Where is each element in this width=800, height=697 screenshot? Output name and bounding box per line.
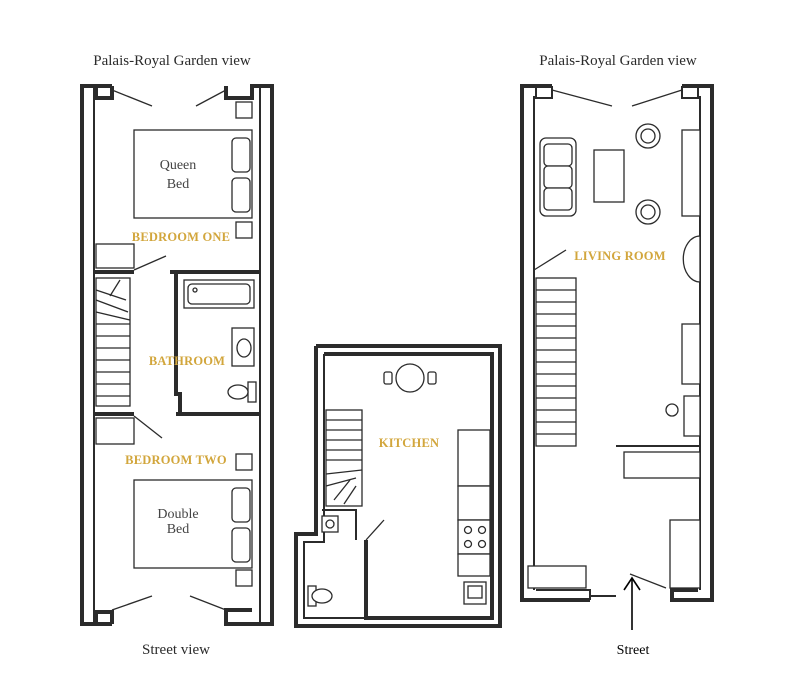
bedroom-one-label: BEDROOM ONE [132,230,230,244]
coffee-table [593,149,625,203]
living-room-label: LIVING ROOM [574,249,665,263]
right-unit: LIVING ROOM [520,84,714,630]
left-bottom-caption: Street view [142,642,210,658]
sofa [539,137,577,217]
queen-bed-label-2: Bed [167,177,190,192]
double-bed-label-1: Double [157,507,198,522]
bathroom-label: BATHROOM [149,354,225,368]
left-top-caption: Palais-Royal Garden view [93,53,251,69]
street-caption: Street [617,643,650,658]
left-staircase [95,277,131,407]
double-bed-label-2: Bed [167,522,190,537]
queen-bed-label-1: Queen [160,158,197,173]
kitchen-label: KITCHEN [379,436,439,450]
middle-unit: KITCHEN [294,344,502,628]
bedroom-two-label: BEDROOM TWO [125,453,227,467]
living-staircase [535,277,577,447]
left-unit-walls-top [82,84,114,100]
kitchen-staircase [325,409,363,507]
right-top-caption: Palais-Royal Garden view [539,53,697,69]
bathroom-fixtures [183,279,257,403]
left-unit: Queen Bed Double Bed [80,84,274,626]
left-unit-walls [80,84,112,626]
street-arrow-icon [623,576,641,630]
